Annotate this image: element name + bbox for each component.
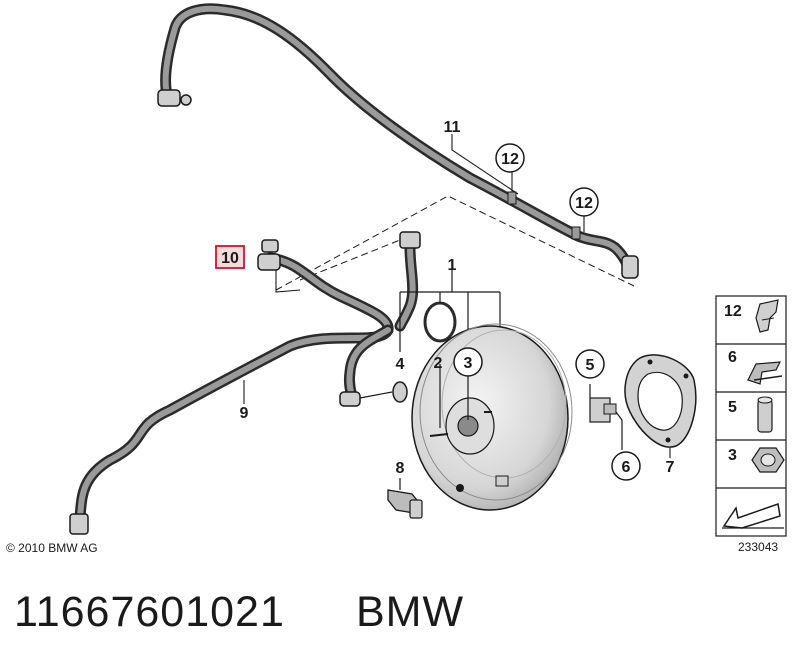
parts-legend: 12 6 5 3 bbox=[715, 295, 787, 537]
legend-row-5: 5 bbox=[728, 396, 773, 433]
vacuum-line-upper bbox=[394, 231, 421, 332]
callout-9-text: 9 bbox=[240, 405, 249, 422]
brand-name: BMW bbox=[356, 588, 465, 636]
callout-4-text: 4 bbox=[396, 356, 405, 373]
vacuum-sensor-8 bbox=[387, 478, 423, 519]
callout-12a: 12 bbox=[495, 143, 525, 173]
callout-10-text: 10 bbox=[221, 250, 239, 267]
part-number: 11667601021 bbox=[14, 588, 285, 636]
legend-row-12: 12 bbox=[724, 299, 779, 333]
callout-11-text: 11 bbox=[444, 119, 461, 136]
callout-12b-text: 12 bbox=[575, 195, 593, 212]
assembly-outline bbox=[275, 195, 635, 291]
installation-arrow-icon bbox=[722, 502, 784, 529]
o-ring bbox=[423, 301, 457, 343]
callout-5-text: 5 bbox=[586, 357, 595, 374]
legend-3-text: 3 bbox=[728, 447, 737, 464]
legend-5-text: 5 bbox=[728, 399, 737, 416]
hose-end-fitting-bottom bbox=[69, 513, 89, 535]
callout-2-text: 2 bbox=[434, 355, 443, 372]
callout-5: 5 bbox=[575, 349, 605, 379]
pushrod-pin-5 bbox=[589, 384, 623, 450]
hose-clip-icon bbox=[755, 299, 779, 333]
nut-icon bbox=[751, 447, 785, 473]
pin-icon bbox=[757, 396, 773, 433]
brake-booster bbox=[411, 323, 573, 511]
callout-3-text: 3 bbox=[464, 355, 473, 372]
callout-bracket-1 bbox=[399, 268, 501, 352]
copyright-notice: © 2010 BMW AG bbox=[6, 541, 98, 555]
callout-6-text: 6 bbox=[622, 459, 631, 476]
legend-12-text: 12 bbox=[724, 303, 742, 320]
legend-row-3: 3 bbox=[728, 447, 785, 473]
callout-6: 6 bbox=[611, 451, 641, 481]
callout-3: 3 bbox=[453, 347, 483, 377]
check-valve-10 bbox=[257, 239, 281, 271]
legend-row-6: 6 bbox=[728, 349, 783, 385]
callout-8-text: 8 bbox=[396, 460, 405, 477]
gasket-7 bbox=[624, 354, 697, 448]
diagram-number: 233043 bbox=[738, 540, 779, 554]
hose-elbow-connector bbox=[339, 391, 361, 407]
spring-clip-icon bbox=[747, 361, 783, 385]
vacuum-hose-11 bbox=[157, 3, 639, 279]
legend-6-text: 6 bbox=[728, 349, 737, 366]
callout-10-highlight: 10 bbox=[215, 245, 245, 269]
callout-12b: 12 bbox=[569, 187, 599, 217]
hose-end-fitting bbox=[157, 89, 192, 107]
vacuum-hose-9 bbox=[69, 239, 394, 535]
callout-1-text: 1 bbox=[448, 257, 457, 274]
hose-end-fitting-right bbox=[621, 255, 639, 279]
callout-7-text: 7 bbox=[666, 459, 675, 476]
leader-lines bbox=[243, 134, 671, 458]
callout-12a-text: 12 bbox=[501, 151, 519, 168]
